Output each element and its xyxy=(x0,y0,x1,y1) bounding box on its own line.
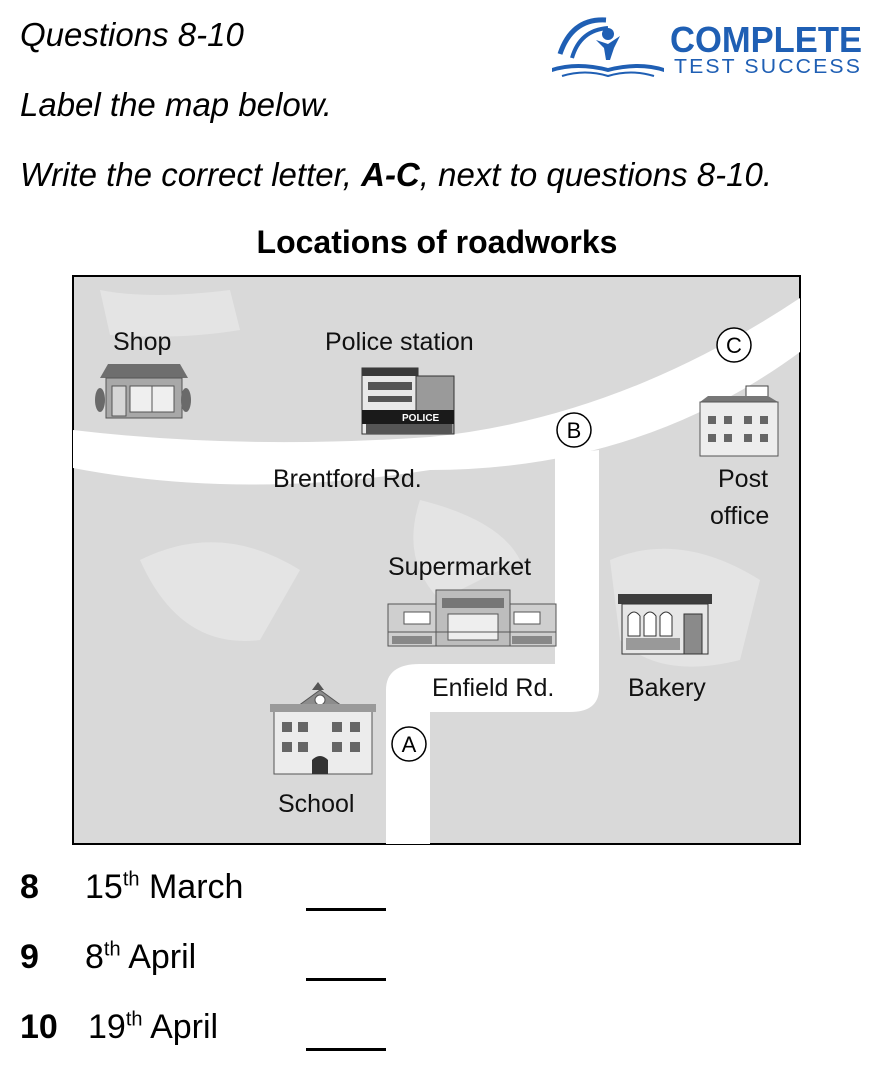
supermarket-icon xyxy=(387,589,557,647)
date-suffix: th xyxy=(103,938,121,961)
question-row-10: 10 19th April xyxy=(0,1008,874,1058)
police-sign-label: POLICE xyxy=(402,413,440,424)
question-number: 8 xyxy=(20,868,39,906)
questions-heading: Questions 8-10 xyxy=(20,16,244,53)
instruction-label-map: Label the map below. xyxy=(20,86,332,123)
complete-test-success-logo: COMPLETE TEST SUCCESS xyxy=(552,17,862,78)
map-title: Locations of roadworks xyxy=(256,224,618,260)
school-icon xyxy=(270,682,376,775)
marker-a-letter: A xyxy=(402,732,417,757)
brentford-road xyxy=(73,298,800,485)
shop-building-icon xyxy=(95,364,191,419)
post-office-label-line1: Post xyxy=(718,465,768,493)
date-suffix: th xyxy=(125,1008,143,1031)
instruction-text-end: , next to questions 8-10. xyxy=(419,156,772,193)
enfield-road-label: Enfield Rd. xyxy=(432,674,554,702)
answer-blank[interactable] xyxy=(306,1048,386,1051)
question-row-9: 9 8th April xyxy=(0,938,874,988)
school-label: School xyxy=(278,790,354,818)
logo-text-complete: COMPLETE xyxy=(670,19,862,60)
date-month: April xyxy=(150,1008,219,1046)
date-day: 19 xyxy=(88,1008,126,1046)
police-station-label: Police station xyxy=(325,328,474,356)
question-date: 15th March xyxy=(85,868,243,907)
marker-c: C xyxy=(716,327,752,363)
question-number: 9 xyxy=(20,938,39,976)
marker-b-letter: B xyxy=(567,418,582,443)
instruction-text-start: Write the correct letter, xyxy=(20,156,362,193)
police-station-icon: POLICE xyxy=(361,367,455,435)
brentford-road-label: Brentford Rd. xyxy=(273,465,422,493)
supermarket-label: Supermarket xyxy=(388,553,531,581)
post-office-icon xyxy=(699,385,779,457)
question-date: 8th April xyxy=(85,938,196,977)
post-office-label-line2: office xyxy=(710,502,769,530)
date-suffix: th xyxy=(122,868,140,891)
question-number: 10 xyxy=(20,1008,58,1046)
date-month: April xyxy=(128,938,197,976)
enfield-road xyxy=(386,450,599,844)
instruction-letters: A-C xyxy=(361,156,420,193)
date-day: 15 xyxy=(85,868,123,906)
bakery-label: Bakery xyxy=(628,674,706,702)
shop-label: Shop xyxy=(113,328,171,356)
question-row-8: 8 15th March xyxy=(0,868,874,918)
marker-c-letter: C xyxy=(726,333,742,358)
question-date: 19th April xyxy=(88,1008,218,1047)
bakery-icon xyxy=(618,594,712,655)
instruction-write-letter: Write the correct letter, A-C, next to q… xyxy=(20,156,772,194)
answer-blank[interactable] xyxy=(306,978,386,981)
logo-emblem-icon xyxy=(552,17,664,78)
logo-text-test-success: TEST SUCCESS xyxy=(674,56,862,78)
answer-blank[interactable] xyxy=(306,908,386,911)
date-month: March xyxy=(148,868,244,906)
marker-b: B xyxy=(556,412,592,448)
date-day: 8 xyxy=(85,938,104,976)
marker-a: A xyxy=(391,726,427,762)
